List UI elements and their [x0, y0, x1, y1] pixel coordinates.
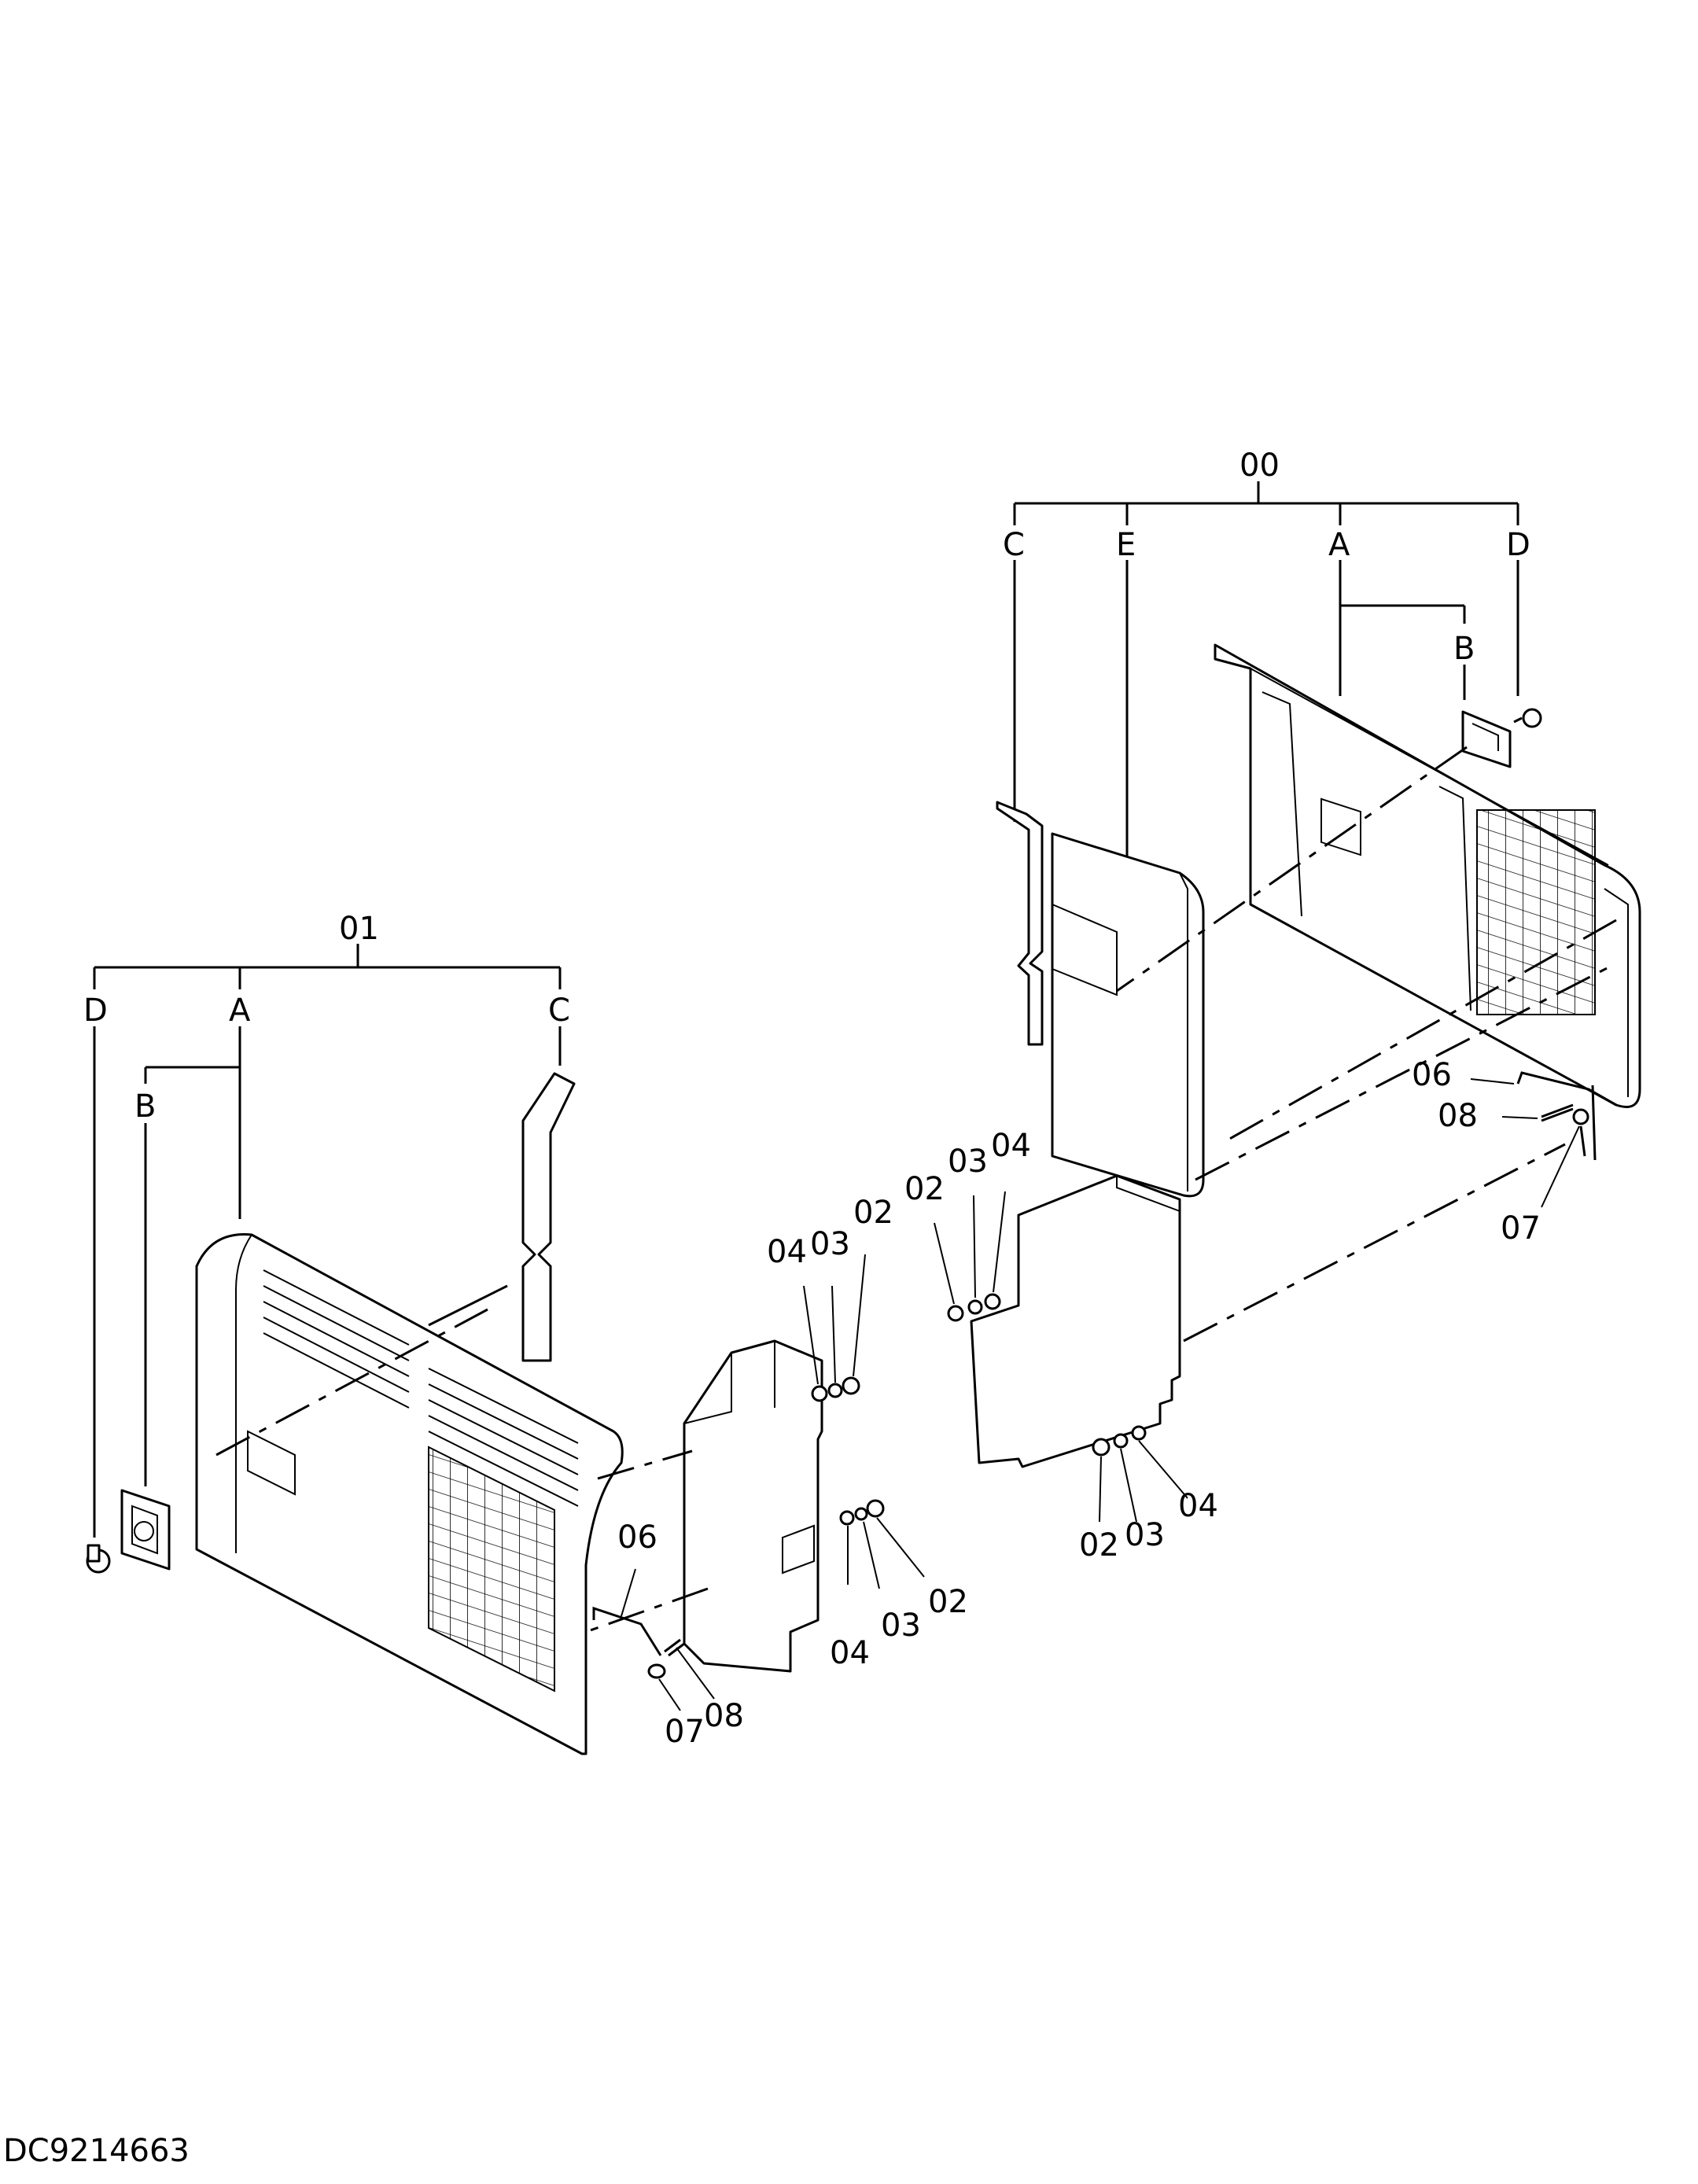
top-frame-mesh	[1476, 809, 1596, 1015]
bottom-label-plate	[247, 1430, 296, 1496]
fastener-group-right-lower	[1092, 1425, 1147, 1457]
callout-left-lower-02: 02	[928, 1584, 968, 1620]
callout-top-06: 06	[1412, 1057, 1452, 1093]
top-hinge-rod	[1516, 1071, 1617, 1107]
top-insulation-pad	[1051, 832, 1205, 1198]
callout-bottom-07: 07	[665, 1714, 705, 1750]
right-hinge-bracket	[970, 1174, 1181, 1468]
bottom-hinge-rod	[592, 1606, 662, 1656]
bottom-pin	[664, 1638, 685, 1657]
top-pin	[1541, 1103, 1574, 1122]
top-latch	[1461, 710, 1512, 768]
callout-bottom-06: 06	[617, 1519, 657, 1556]
callout-00: 00	[1239, 447, 1280, 484]
callout-right-upper-02: 02	[904, 1171, 945, 1207]
callout-right-upper-03: 03	[948, 1144, 988, 1180]
callout-top-a: A	[1328, 527, 1350, 563]
fastener-group-left-lower	[839, 1499, 885, 1526]
callout-left-lower-04: 04	[830, 1635, 870, 1671]
callout-top-e: E	[1116, 527, 1136, 563]
callout-right-upper-04: 04	[991, 1128, 1031, 1164]
drawing-code: DC9214663	[3, 2133, 190, 2169]
callout-left-lower-03: 03	[881, 1608, 921, 1644]
left-hinge-bracket	[683, 1339, 823, 1673]
callout-right-lower-02: 02	[1079, 1527, 1119, 1563]
callout-bottom-08: 08	[704, 1698, 744, 1734]
left-bracket-tab	[782, 1524, 815, 1574]
callout-bottom-b: B	[134, 1088, 156, 1125]
bottom-seal-strip	[521, 1072, 576, 1362]
bottom-cover-vents-left	[263, 1269, 410, 1409]
callout-bottom-d: D	[83, 993, 108, 1029]
bottom-cover-panel	[195, 1233, 624, 1755]
top-washer-07	[1572, 1108, 1589, 1125]
bottom-lock-knob	[86, 1544, 111, 1574]
bottom-cover-mesh	[428, 1446, 555, 1692]
callout-left-upper-04: 04	[767, 1234, 807, 1270]
callout-top-b: B	[1453, 631, 1475, 667]
top-assembly-callout-tree	[1013, 481, 1519, 865]
callout-left-upper-02: 02	[853, 1195, 893, 1231]
callout-right-lower-03: 03	[1125, 1517, 1165, 1553]
callout-top-07: 07	[1501, 1210, 1541, 1247]
fastener-group-right-upper	[947, 1293, 1001, 1322]
fastener-leaders	[621, 1078, 1580, 1711]
callout-bottom-c: C	[548, 993, 570, 1029]
callout-left-upper-03: 03	[810, 1226, 850, 1262]
callout-01: 01	[339, 911, 379, 947]
bottom-latch	[120, 1489, 171, 1571]
bottom-cover-vents-right	[428, 1368, 579, 1507]
top-lock-knob	[1513, 708, 1542, 728]
callout-top-08: 08	[1438, 1098, 1478, 1134]
callout-bottom-a: A	[229, 993, 251, 1029]
callout-top-d: D	[1506, 527, 1530, 563]
top-label-plate	[1320, 797, 1361, 856]
callout-right-lower-04: 04	[1178, 1488, 1218, 1524]
callout-top-c: C	[1003, 527, 1025, 563]
fastener-group-left-upper	[811, 1376, 860, 1402]
bottom-washer-07	[647, 1663, 666, 1679]
bottom-assembly-callout-tree	[93, 944, 562, 1538]
top-seal-strip	[996, 801, 1044, 1046]
